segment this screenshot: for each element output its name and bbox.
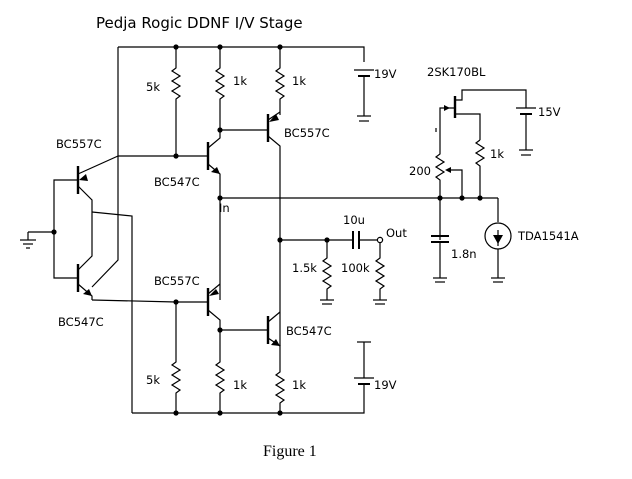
label-q-in-top: BC557C	[56, 137, 102, 151]
label-q-out-bot: BC547C	[286, 324, 332, 338]
label-r-load-b: 100k	[341, 261, 370, 275]
transistor-output-bottom-bc547c	[220, 311, 281, 347]
transistor-middle-top-bc547c	[176, 130, 221, 300]
resistor-top-1k-b	[274, 47, 286, 115]
label-q-mid-bot: BC557C	[154, 274, 200, 288]
bottom-rail	[91, 211, 365, 416]
jfet-2sk170bl	[435, 89, 527, 140]
transistor-middle-bottom-bc557c	[176, 283, 221, 330]
trimmer-200	[434, 128, 463, 240]
label-q-out-top: BC557C	[284, 126, 330, 140]
label-jfet: 2SK170BL	[427, 65, 486, 79]
resistor-source-1k	[474, 139, 486, 198]
top-rail	[91, 44, 365, 288]
label-bat-bot: 19V	[374, 378, 397, 392]
label-dac: TDA1541A	[517, 229, 579, 243]
diagram-title: Pedja Rogic DDNF I/V Stage	[96, 14, 303, 32]
label-r-200: 200	[409, 164, 431, 178]
label-r-top-1k-b: 1k	[292, 74, 306, 88]
label-r-src-1k: 1k	[490, 147, 504, 161]
label-r-load-a: 1.5k	[292, 261, 317, 275]
label-cap-18n: 1.8n	[451, 247, 477, 261]
resistor-top-5k	[170, 47, 182, 156]
transistor-input-bottom-bc547c	[76, 244, 93, 300]
capacitor-1-8n	[431, 235, 449, 283]
resistor-load-100k	[373, 242, 387, 305]
label-r-bot-1k-a: 1k	[233, 378, 247, 392]
label-q-mid-top: BC547C	[154, 175, 200, 189]
label-q-in-bot: BC547C	[58, 315, 104, 329]
label-r-bot-1k-b: 1k	[292, 378, 306, 392]
input-bias-network	[20, 155, 177, 303]
transistor-input-top-bc557c	[76, 155, 119, 212]
label-cap-out: 10u	[343, 213, 365, 227]
input-line	[220, 195, 498, 201]
resistor-bottom-1k-a	[214, 330, 226, 413]
label-bat-top: 19V	[374, 67, 397, 81]
resistor-bottom-1k-b	[274, 345, 286, 413]
label-out: Out	[386, 226, 407, 240]
dac-current-source-tda1541a	[484, 198, 512, 283]
label-in: In	[219, 201, 230, 215]
label-r-top-1k-a: 1k	[233, 74, 247, 88]
output-coupling-capacitor	[280, 231, 384, 249]
resistor-top-1k-a	[214, 47, 226, 130]
label-r-top-5k: 5k	[146, 80, 160, 94]
resistor-bottom-5k	[170, 302, 182, 413]
battery-15v	[516, 107, 536, 156]
transistor-output-top-bc557c	[220, 111, 281, 346]
battery-bottom-19v	[354, 341, 374, 400]
label-r-bot-5k: 5k	[146, 373, 160, 387]
figure-caption: Figure 1	[263, 443, 317, 460]
resistor-load-1-5k	[320, 240, 334, 305]
battery-top-19v	[354, 69, 374, 122]
label-bat-15v: 15V	[538, 105, 561, 119]
